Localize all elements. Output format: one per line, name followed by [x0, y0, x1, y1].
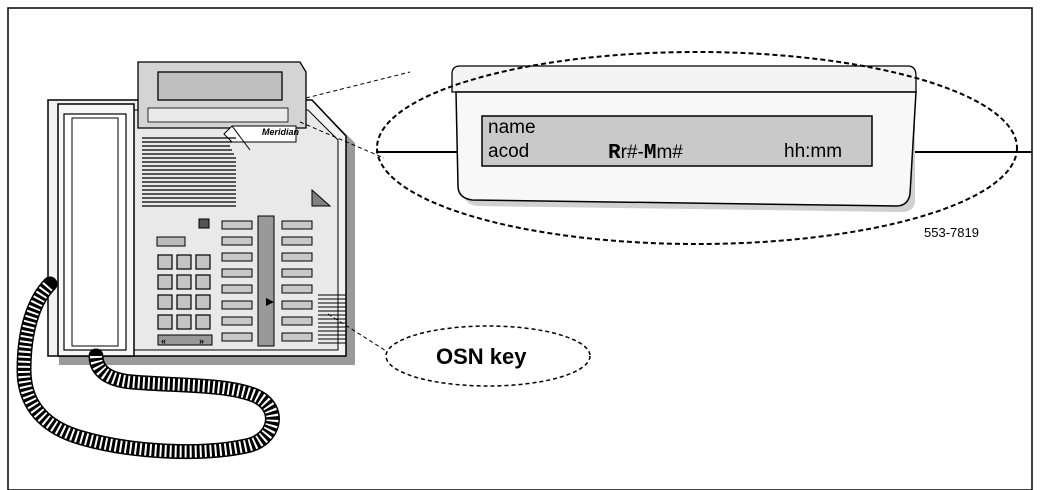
small-key — [198, 218, 210, 229]
side-hatch — [318, 294, 346, 344]
leader-top — [305, 71, 411, 99]
lcd-meter-letter: M — [643, 142, 657, 165]
brand-plate — [223, 125, 297, 143]
leader-bottom — [299, 121, 385, 159]
svg-text:«: « — [161, 336, 166, 346]
lcd-room-letter: R — [608, 142, 621, 165]
figure-frame — [7, 7, 1033, 490]
message-indicator — [311, 188, 332, 207]
phone-lcd-window — [157, 71, 283, 101]
phone-display — [137, 61, 307, 129]
lcd-room-number: r#- — [620, 142, 644, 163]
osn-pointer-arrow — [266, 298, 274, 306]
dialpad — [157, 254, 211, 330]
handset — [57, 103, 135, 357]
telephone-set: « » — [16, 61, 355, 460]
lcd-line1-name: name — [488, 117, 536, 138]
brand-label: Meridian — [262, 127, 300, 137]
speaker-grille — [142, 137, 236, 207]
feature-keys-right — [281, 220, 313, 342]
key-label-strip — [257, 215, 275, 347]
svg-text:»: » — [199, 336, 204, 346]
zoom-ellipse — [376, 51, 1018, 245]
volume-bar: « » — [157, 334, 213, 346]
lcd-line2-room-meter: Rr#-Mm# — [608, 142, 683, 165]
osn-key-label: OSN key — [436, 344, 527, 369]
osn-callout-ellipse — [385, 325, 591, 387]
lcd-line2-acod: acod — [488, 141, 530, 162]
lcd-meter-number: m# — [656, 142, 683, 163]
osn-leader — [327, 313, 395, 357]
zoomed-lcd-screen — [481, 115, 873, 167]
figure-id: 553-7819 — [924, 225, 979, 240]
display-zoom — [376, 65, 1032, 212]
feature-keys-left — [221, 220, 253, 342]
function-key — [156, 236, 186, 247]
lcd-line2-time: hh:mm — [784, 141, 843, 162]
